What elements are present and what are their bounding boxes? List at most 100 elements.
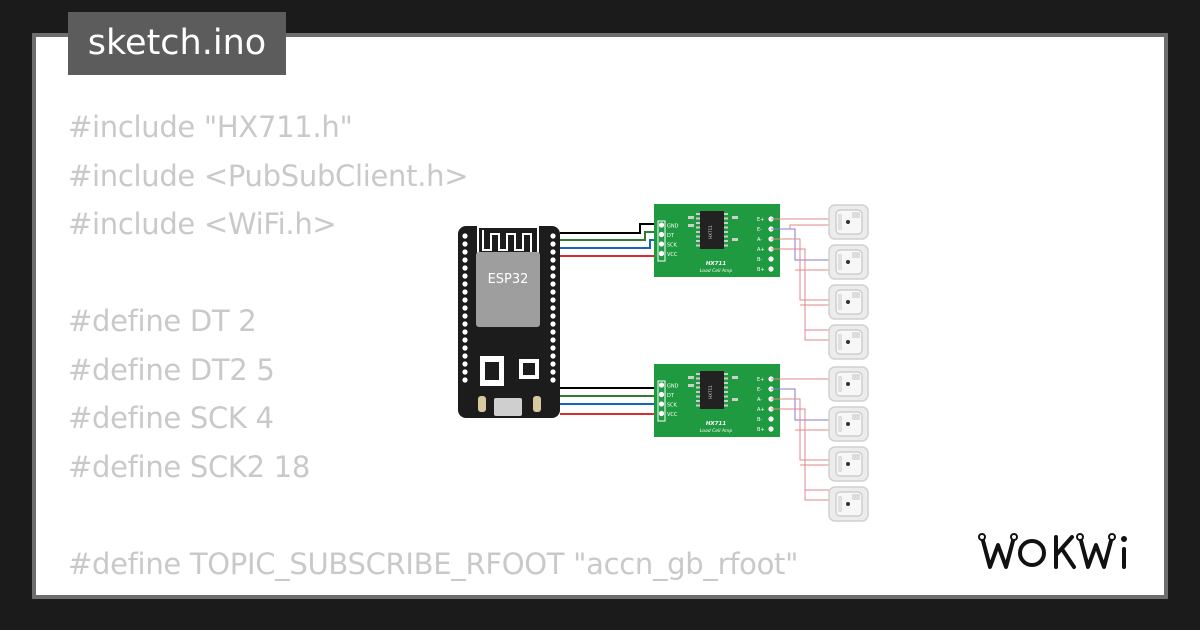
load-cell[interactable] xyxy=(828,486,869,522)
amp-pin-label: E- xyxy=(757,387,762,393)
load-cell[interactable] xyxy=(828,244,869,280)
amp-pin-label: VCC xyxy=(667,412,678,418)
file-name-tab[interactable]: sketch.ino xyxy=(68,12,286,75)
load-cell[interactable] xyxy=(828,284,869,320)
amp-module-label: HX711 xyxy=(706,261,726,267)
code-line: #define DT 2 xyxy=(68,304,257,338)
amp-pin-label: B+ xyxy=(757,267,765,273)
pin-hole xyxy=(462,369,468,375)
pin-hole xyxy=(550,257,556,263)
pin-hole xyxy=(462,297,468,303)
amp-chip-label: HX711 xyxy=(708,225,713,239)
pin-hole xyxy=(462,353,468,359)
wires-amp-2[interactable] xyxy=(560,387,662,415)
load-cell[interactable] xyxy=(828,366,869,402)
pin-hole xyxy=(462,345,468,351)
amp-pin-label: A- xyxy=(757,237,762,243)
pin-hole xyxy=(462,337,468,343)
load-cell[interactable] xyxy=(828,324,869,360)
pin-hole xyxy=(462,321,468,327)
pin-hole xyxy=(462,265,468,271)
amp-pin-label: VCC xyxy=(667,252,678,258)
code-line: #include "HX711.h" xyxy=(68,110,353,144)
load-cell-wires xyxy=(771,218,830,501)
pin-hole xyxy=(462,361,468,367)
pin-hole xyxy=(550,321,556,327)
amp-pin xyxy=(658,401,665,407)
pin-hole xyxy=(550,297,556,303)
pin-hole xyxy=(462,377,468,383)
preview-card: #include "HX711.h" #include <PubSubClient… xyxy=(36,37,1164,595)
pin-hole xyxy=(550,249,556,255)
pin-hole xyxy=(462,289,468,295)
pin-hole xyxy=(550,305,556,311)
amp-module-sublabel: Load Cell Amp xyxy=(700,268,733,274)
wires-amp-1[interactable] xyxy=(560,223,662,257)
pin-hole xyxy=(550,329,556,335)
amp-pin-label: B- xyxy=(757,257,762,263)
amp-pin-label: SCK xyxy=(667,243,678,249)
pin-hole xyxy=(550,361,556,367)
load-cell[interactable] xyxy=(828,204,869,240)
code-line: #define TOPIC_SUBSCRIBE_RFOOT "accn_gb_r… xyxy=(68,546,799,581)
pin-hole xyxy=(550,377,556,383)
load-cell[interactable] xyxy=(828,406,869,442)
load-cell[interactable] xyxy=(828,446,869,482)
pin-hole xyxy=(550,337,556,343)
pin-hole xyxy=(550,241,556,247)
amp-pin xyxy=(768,426,774,432)
amp-pin-label: DT xyxy=(667,233,675,239)
pin-hole xyxy=(462,233,468,239)
amp-pin xyxy=(658,391,665,398)
pin-hole xyxy=(550,281,556,287)
amp-pin xyxy=(658,222,665,228)
code-line: #define SCK 4 xyxy=(68,401,274,435)
amp-chip xyxy=(700,371,724,409)
amp-pin xyxy=(658,231,665,238)
pin-hole xyxy=(550,273,556,279)
amp-pin-label: E+ xyxy=(757,217,764,223)
pin-hole xyxy=(550,353,556,359)
pin-hole xyxy=(462,273,468,279)
pin-hole xyxy=(550,345,556,351)
amp-pin-label: GND xyxy=(667,384,679,390)
amp-pin xyxy=(768,416,774,422)
amp-pin-label: E+ xyxy=(757,377,764,383)
pin-hole xyxy=(462,281,468,287)
amp-pin xyxy=(768,266,774,272)
amp-pin-label: B- xyxy=(757,417,762,423)
amp-pin-label: A- xyxy=(757,397,762,403)
pin-hole xyxy=(462,257,468,263)
pin-hole xyxy=(462,329,468,335)
load-cells[interactable] xyxy=(828,204,869,522)
pin-hole xyxy=(550,265,556,271)
amp-chip xyxy=(700,211,724,249)
pin-hole xyxy=(550,313,556,319)
wokwi-logo xyxy=(978,533,1127,569)
code-line: #include <WiFi.h> xyxy=(68,207,337,241)
amp-chip-label: HX711 xyxy=(708,385,713,399)
pin-hole xyxy=(462,305,468,311)
amp-pin xyxy=(658,250,665,257)
code-line: #define DT2 5 xyxy=(68,352,275,387)
code-line: #define SCK2 18 xyxy=(68,449,311,484)
amp-pin-label: B+ xyxy=(757,427,765,433)
board-label: ESP32 xyxy=(488,272,529,287)
amp-pin xyxy=(658,241,665,247)
amp-pin xyxy=(658,382,665,388)
pin-hole xyxy=(550,289,556,295)
amp-pin-label: A+ xyxy=(757,247,765,253)
pin-hole xyxy=(550,233,556,239)
amp-module-sublabel: Load Cell Amp xyxy=(700,428,733,434)
pin-hole xyxy=(462,241,468,247)
amp-pin-label: DT xyxy=(667,393,675,399)
amp-pin xyxy=(658,410,665,417)
amp-module-label: HX711 xyxy=(706,421,726,427)
code-preview: #include "HX711.h" #include <PubSubClient… xyxy=(68,103,798,595)
code-line: #include <PubSubClient.h> xyxy=(68,158,469,193)
esp32-board[interactable]: ESP32 xyxy=(458,226,560,418)
pin-hole xyxy=(462,249,468,255)
